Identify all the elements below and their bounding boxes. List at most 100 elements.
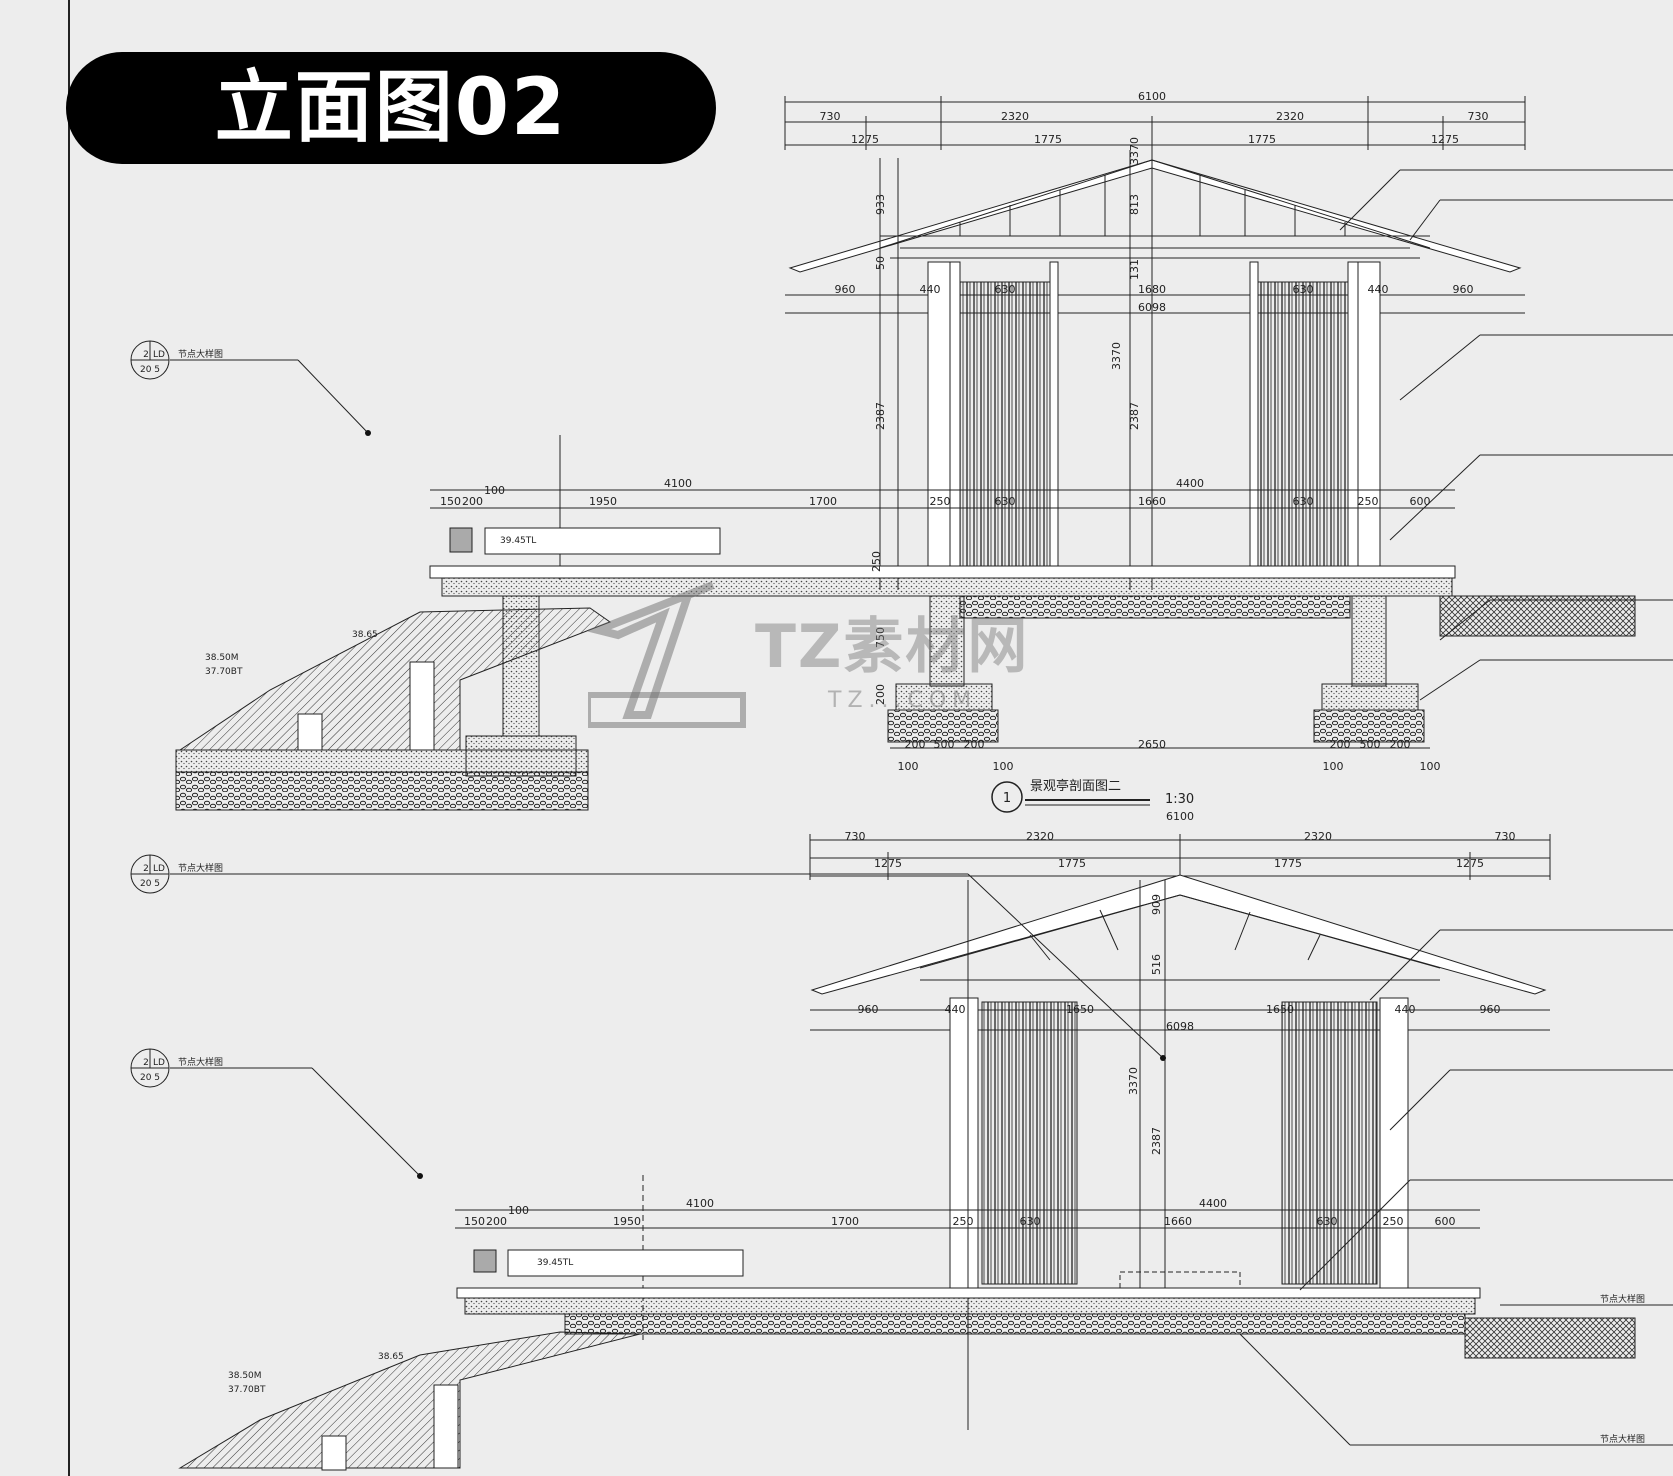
section-title: 景观亭剖面图二 xyxy=(1030,778,1121,794)
callout-1-mid: LD xyxy=(153,350,165,360)
dim-bfloor-1: 200 xyxy=(486,1215,507,1228)
dim-bot-r2-2: 2320 xyxy=(1304,830,1332,843)
dim-bfloor-6: 4400 xyxy=(1199,1197,1227,1210)
dim-footing-6: 200 xyxy=(1390,738,1411,751)
dim-bot-r3-3: 1275 xyxy=(1456,857,1484,870)
dim-bfloor-12: 600 xyxy=(1435,1215,1456,1228)
dim-top-r2-0: 730 xyxy=(820,110,841,123)
elev-bot-d: 39.45TL xyxy=(537,1258,573,1268)
dim-bot-eave-0: 960 xyxy=(858,1003,879,1016)
dim-top-v1: 813 xyxy=(1128,194,1141,215)
dim-bot-r3-0: 1275 xyxy=(874,857,902,870)
dim-floor-10: 630 xyxy=(1293,495,1314,508)
title-banner: 立面图02 xyxy=(66,52,716,164)
dim-bot-v1: 516 xyxy=(1150,954,1163,975)
dim-floor-9: 1660 xyxy=(1138,495,1166,508)
dim-floor-1: 200 xyxy=(462,495,483,508)
watermark-logo-icon xyxy=(588,581,746,728)
dim-footing-9: 100 xyxy=(1323,760,1344,773)
dim-top-eave-3: 1680 xyxy=(1138,283,1166,296)
dim-top-v5: 2387 xyxy=(874,402,887,430)
dim-bot-eave-4: 440 xyxy=(1395,1003,1416,1016)
callout-2-top: 2 xyxy=(143,864,149,874)
section-scale: 1:30 xyxy=(1165,792,1194,807)
dim-bfloor-3: 4100 xyxy=(686,1197,714,1210)
dim-top-v0: 933 xyxy=(874,194,887,215)
elev-top-b: 38.50M xyxy=(205,653,239,663)
dim-bot-r2-1: 2320 xyxy=(1026,830,1054,843)
dim-bfloor-11: 250 xyxy=(1383,1215,1404,1228)
top-section xyxy=(170,96,1673,811)
callout-3-label: 节点大样图 xyxy=(178,1056,223,1068)
callout-3-bot: 20 5 xyxy=(140,1073,160,1083)
callout-1-label: 节点大样图 xyxy=(178,348,223,360)
elev-bot-c: 37.70BT xyxy=(228,1385,266,1395)
dim-footing-7: 100 xyxy=(898,760,919,773)
dim-footing-4: 200 xyxy=(1330,738,1351,751)
dim-footing-3: 2650 xyxy=(1138,738,1166,751)
dim-bot-eave-2: 1650 xyxy=(1066,1003,1094,1016)
dim-bfloor-7: 250 xyxy=(953,1215,974,1228)
dim-floor-5: 1700 xyxy=(809,495,837,508)
bottom-section xyxy=(170,834,1673,1471)
dim-top-r3-1: 1775 xyxy=(1034,133,1062,146)
dim-floor-3: 4100 xyxy=(664,477,692,490)
dim-floor-11: 250 xyxy=(1358,495,1379,508)
dim-bfloor-5: 1700 xyxy=(831,1215,859,1228)
dim-footing-2: 200 xyxy=(964,738,985,751)
dim-bot-eave-3: 1650 xyxy=(1266,1003,1294,1016)
dim-top-eave-2: 630 xyxy=(995,283,1016,296)
dim-top-r3-0: 1275 xyxy=(851,133,879,146)
dim-top-span: 6098 xyxy=(1138,301,1166,314)
dim-bot-span: 6098 xyxy=(1166,1020,1194,1033)
dim-top-r3-2: 1775 xyxy=(1248,133,1276,146)
elev-bot-b: 38.50M xyxy=(228,1371,262,1381)
elev-top-d: 39.45TL xyxy=(500,536,536,546)
dim-footing-1: 500 xyxy=(934,738,955,751)
elev-top-a: 38.65 xyxy=(352,630,378,640)
dim-bot-v3: 2387 xyxy=(1150,1127,1163,1155)
note-right-1: 节点大样图 xyxy=(1600,1293,1645,1305)
callout-1-bot: 20 5 xyxy=(140,365,160,375)
dim-bfloor-4: 1950 xyxy=(613,1215,641,1228)
dim-top-r3-3: 1275 xyxy=(1431,133,1459,146)
dim-top-r2-1: 2320 xyxy=(1001,110,1029,123)
dim-floor-0: 150 xyxy=(440,495,461,508)
dim-bot-r3-1: 1775 xyxy=(1058,857,1086,870)
dim-floor-6: 4400 xyxy=(1176,477,1204,490)
dim-top-v7: 250 xyxy=(870,551,883,572)
note-right-2: 节点大样图 xyxy=(1600,1433,1645,1445)
callout-3-mid: LD xyxy=(153,1058,165,1068)
page-title: 立面图02 xyxy=(214,63,568,153)
dim-bot-r2-3: 730 xyxy=(1495,830,1516,843)
dim-top-v2: 131 xyxy=(1128,259,1141,280)
dim-top-r2-3: 730 xyxy=(1468,110,1489,123)
dim-floor-8: 630 xyxy=(995,495,1016,508)
dim-top-v6: 2387 xyxy=(1128,402,1141,430)
dim-footing-10: 100 xyxy=(1420,760,1441,773)
section-number-circle xyxy=(991,781,1023,813)
dim-top-eave-4: 630 xyxy=(1293,283,1314,296)
dim-bfloor-9: 1660 xyxy=(1164,1215,1192,1228)
dim-bot-r3-2: 1775 xyxy=(1274,857,1302,870)
dim-footing-8: 100 xyxy=(993,760,1014,773)
dim-top-v-total: 3370 xyxy=(1110,342,1123,370)
dim-top-eave-0: 960 xyxy=(835,283,856,296)
dim-top-eave-5: 440 xyxy=(1368,283,1389,296)
callout-2-bot: 20 5 xyxy=(140,879,160,889)
dim-floor-4: 1950 xyxy=(589,495,617,508)
dim-bfloor-10: 630 xyxy=(1317,1215,1338,1228)
dim-footing-0: 200 xyxy=(905,738,926,751)
dim-footing-5: 500 xyxy=(1360,738,1381,751)
dim-bot-eave-1: 440 xyxy=(945,1003,966,1016)
dim-top-v4: 3370 xyxy=(1128,137,1141,165)
dim-bot-total: 6100 xyxy=(1166,810,1194,823)
elev-bot-a: 38.65 xyxy=(378,1352,404,1362)
elev-top-c: 37.70BT xyxy=(205,667,243,677)
section-number: 1 xyxy=(1003,791,1011,806)
dim-bot-eave-5: 960 xyxy=(1480,1003,1501,1016)
dim-footing-v1: 200 xyxy=(874,684,887,705)
dim-bot-v0: 909 xyxy=(1150,894,1163,915)
